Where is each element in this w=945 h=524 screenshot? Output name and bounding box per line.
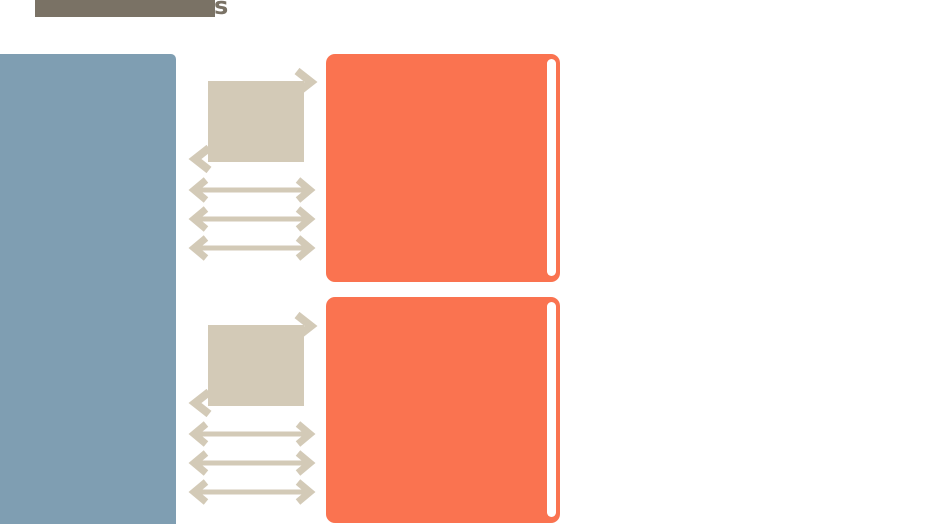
white-strip [547, 59, 556, 276]
left-blue-panel [0, 54, 176, 524]
orange-box-top [326, 54, 560, 282]
orange-box-bottom [326, 297, 560, 523]
arrow-right-icon [294, 311, 318, 341]
double-arrow-icon [188, 206, 316, 232]
arrow-left-icon [188, 144, 212, 174]
title-trailing-letter: s [214, 0, 229, 20]
double-arrow-icon [188, 450, 316, 476]
title-highlight-bar [35, 0, 215, 17]
white-strip [547, 302, 556, 517]
arrow-left-icon [188, 388, 212, 418]
double-arrow-icon [188, 177, 316, 203]
double-arrow-icon [188, 479, 316, 505]
arrow-right-icon [294, 67, 318, 97]
double-arrow-icon [188, 235, 316, 261]
buffer-square [208, 81, 304, 162]
buffer-square [208, 325, 304, 406]
double-arrow-icon [188, 421, 316, 447]
